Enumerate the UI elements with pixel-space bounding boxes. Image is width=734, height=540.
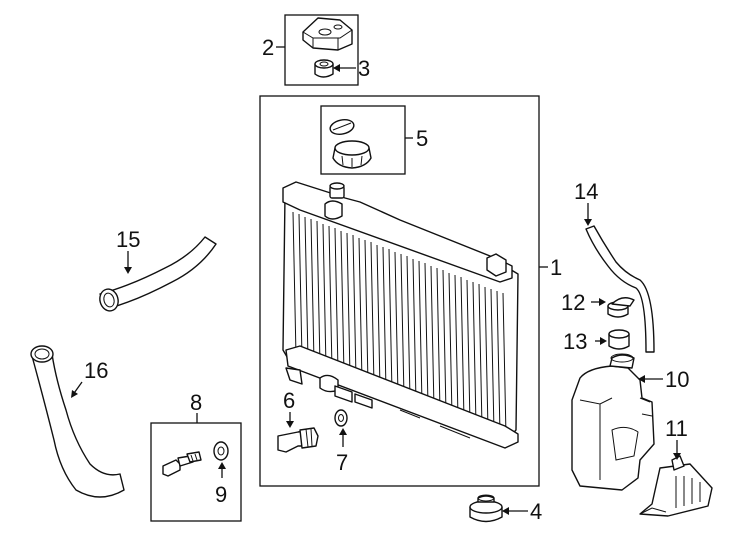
lower-radiator-hose[interactable] [30, 345, 125, 498]
callout-16: 16 [84, 358, 108, 383]
overflow-hose[interactable] [585, 225, 655, 353]
upper-radiator-hose[interactable] [97, 236, 217, 313]
callout-11: 11 [665, 416, 688, 441]
callout-8: 8 [190, 390, 202, 415]
callout-7: 7 [336, 450, 348, 475]
radiator-group-box [259, 95, 540, 487]
callout-10: 10 [665, 367, 689, 392]
radiator-fins [292, 211, 507, 437]
callout-3: 3 [358, 56, 370, 81]
radiator-assembly[interactable] [282, 181, 519, 449]
drain-plug[interactable] [162, 451, 202, 477]
sensor-washer[interactable] [334, 409, 348, 427]
sensor-group-box [150, 422, 242, 522]
callout-5: 5 [416, 126, 428, 151]
callout-12: 12 [561, 290, 585, 315]
callout-14: 14 [574, 179, 598, 204]
callout-15: 15 [116, 227, 140, 252]
reservoir-cap[interactable] [607, 297, 635, 318]
coolant-reservoir[interactable] [571, 353, 655, 491]
reservoir-bracket[interactable] [639, 455, 713, 517]
temperature-sensor[interactable] [277, 427, 319, 453]
bracket-group-box [284, 14, 359, 86]
upper-mount-bracket[interactable] [302, 17, 353, 51]
callout-4: 4 [530, 499, 542, 524]
radiator-cap-seal[interactable] [329, 118, 355, 137]
mount-cushion[interactable] [314, 59, 334, 78]
callout-1: 1 [550, 255, 562, 280]
callout-6: 6 [283, 388, 295, 413]
callout-2: 2 [262, 35, 274, 60]
drain-plug-washer[interactable] [213, 441, 229, 461]
radiator-cap[interactable] [332, 140, 372, 169]
callout-13: 13 [563, 329, 587, 354]
lower-mount-cushion[interactable] [469, 494, 503, 523]
reservoir-insert[interactable] [608, 329, 630, 350]
callout-9: 9 [215, 482, 227, 507]
leader-lines [71, 46, 681, 515]
cap-group-box [320, 105, 406, 175]
